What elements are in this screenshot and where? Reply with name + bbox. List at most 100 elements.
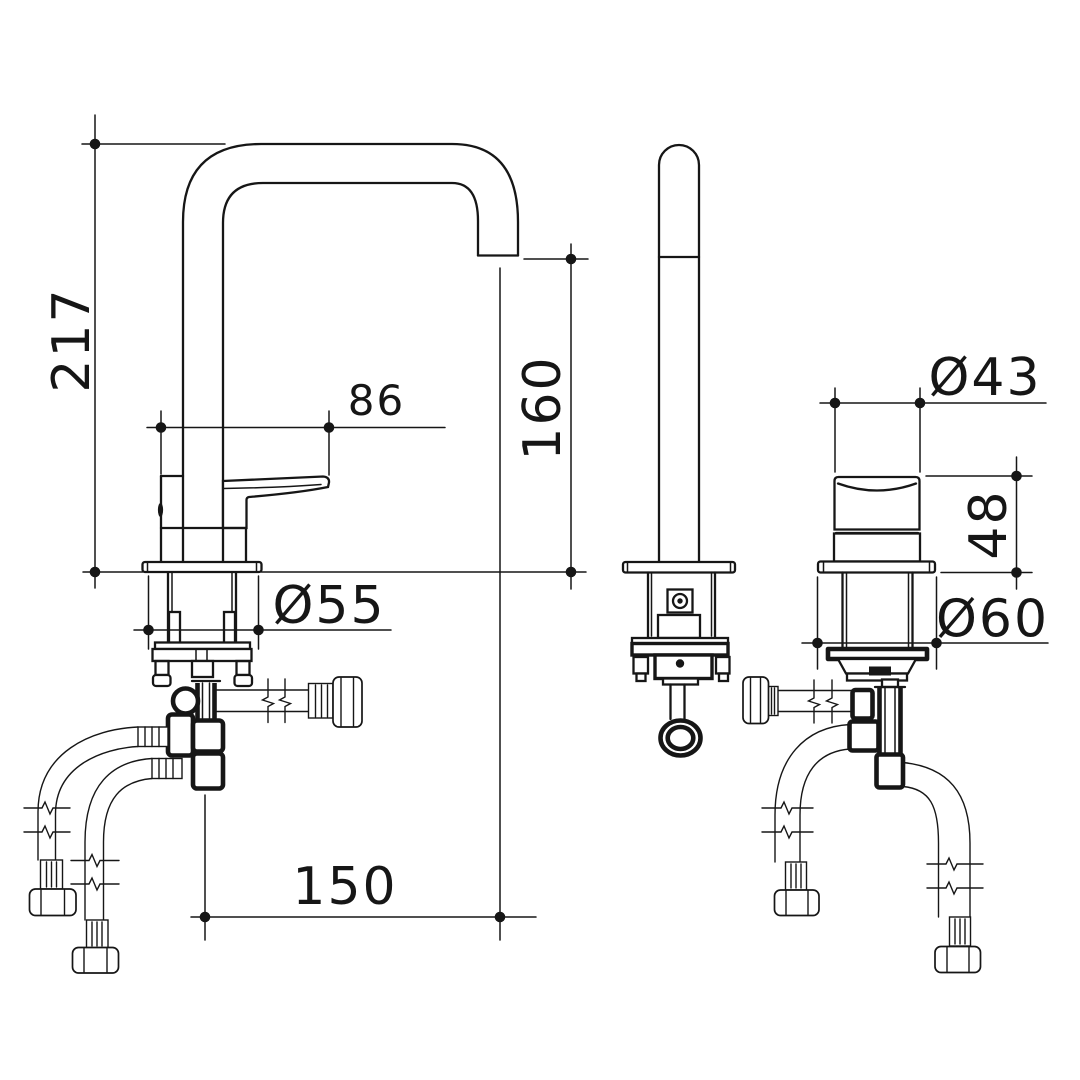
dim-label-217: 217 bbox=[42, 287, 102, 392]
mixer-braided-hose bbox=[742, 676, 854, 725]
crimp-ribs bbox=[954, 918, 966, 945]
mixer-body bbox=[832, 532, 922, 563]
hose-outer bbox=[902, 761, 971, 918]
mixer-undermount bbox=[825, 571, 930, 790]
handle-lever-edge bbox=[222, 483, 322, 490]
hose-outer bbox=[774, 723, 851, 863]
side-flange bbox=[621, 560, 737, 574]
break-mark bbox=[260, 678, 276, 724]
valve-block-left bbox=[850, 687, 875, 721]
front-supply-hose-2 bbox=[70, 757, 183, 974]
crimp-ribs bbox=[790, 863, 802, 889]
fitting-ribs bbox=[144, 726, 160, 748]
mixer-supply-hose-left bbox=[761, 723, 851, 917]
dim-dot bbox=[89, 138, 101, 150]
clamp-plate bbox=[825, 646, 930, 662]
hose-fitting bbox=[151, 757, 183, 780]
front-undermount-hardware bbox=[151, 571, 254, 791]
valve-block-left bbox=[165, 712, 196, 758]
dim-label-48: 48 bbox=[959, 489, 1019, 559]
clamp-plate-lower bbox=[630, 641, 730, 657]
handle-lever bbox=[221, 475, 331, 530]
valve-block-mid bbox=[847, 719, 881, 753]
clamp-bolt-left bbox=[632, 655, 650, 675]
dim-dot bbox=[914, 397, 926, 409]
clamp-bolt-right bbox=[714, 655, 731, 675]
shank-stud-left bbox=[167, 610, 182, 645]
break-mark bbox=[824, 679, 840, 724]
dim-spout-reach: 150 bbox=[190, 267, 537, 941]
dim-label-d55: Ø55 bbox=[272, 576, 385, 636]
dimensions: 217 86 160 Ø55 bbox=[42, 114, 1049, 941]
dim-dot bbox=[143, 624, 154, 636]
clamp-bolt-left bbox=[154, 659, 170, 677]
dim-label-d60: Ø60 bbox=[936, 590, 1049, 650]
dim-dot bbox=[199, 911, 211, 923]
dim-dot bbox=[565, 566, 577, 578]
side-undermount bbox=[630, 571, 731, 758]
dim-dot bbox=[565, 253, 577, 265]
dim-overall-height: 217 bbox=[42, 114, 226, 589]
mixer-supply-hose-right bbox=[902, 761, 984, 974]
dim-outlet-height: 160 bbox=[513, 243, 589, 590]
crimp-ribs bbox=[91, 921, 103, 947]
break-mark bbox=[70, 852, 120, 869]
dim-dot bbox=[494, 911, 506, 923]
valve-ball bbox=[170, 686, 201, 716]
break-mark bbox=[23, 824, 71, 840]
dim-dot bbox=[829, 397, 841, 409]
side-spout-column bbox=[657, 143, 701, 564]
valve-joint bbox=[869, 666, 891, 676]
front-supply-hose-1 bbox=[23, 726, 169, 917]
tailpiece bbox=[190, 659, 215, 679]
dim-label-160: 160 bbox=[513, 355, 573, 460]
knob-top-curve bbox=[836, 482, 918, 492]
hose-nut bbox=[742, 676, 770, 725]
dim-mixer-top-diameter: Ø43 bbox=[819, 348, 1047, 473]
hose-nut bbox=[332, 676, 363, 728]
hose-nut bbox=[28, 888, 77, 917]
spout-outer-profile bbox=[181, 142, 520, 564]
crimp-ribs bbox=[314, 684, 329, 718]
break-mark bbox=[926, 856, 984, 872]
break-mark bbox=[70, 876, 120, 892]
valve-body bbox=[653, 653, 714, 681]
dim-label-86: 86 bbox=[348, 376, 405, 425]
break-mark bbox=[806, 679, 822, 724]
dim-mixer-base-diameter: Ø60 bbox=[801, 576, 1049, 670]
dim-dot bbox=[1011, 470, 1022, 482]
shank-stud-right bbox=[222, 610, 237, 645]
hose-outer bbox=[84, 757, 153, 921]
dim-dot bbox=[89, 566, 101, 578]
hose-crimp bbox=[767, 685, 779, 717]
spout-inner-profile bbox=[221, 181, 480, 564]
front-base-flange bbox=[141, 560, 263, 574]
hose-nut bbox=[71, 946, 120, 974]
dim-handle-reach: 86 bbox=[146, 376, 446, 476]
dim-dot bbox=[812, 637, 823, 649]
break-mark bbox=[761, 824, 814, 840]
crimp-ribs bbox=[45, 861, 58, 888]
break-mark bbox=[926, 880, 984, 896]
hose-inner bbox=[102, 777, 153, 921]
dim-label-150: 150 bbox=[292, 857, 397, 917]
dim-mixer-height: 48 bbox=[925, 456, 1033, 590]
dim-dot bbox=[155, 422, 167, 433]
dim-dot bbox=[1011, 567, 1022, 578]
dim-dot bbox=[323, 422, 335, 433]
break-mark bbox=[23, 800, 71, 816]
dim-label-d43: Ø43 bbox=[928, 348, 1041, 408]
side-view bbox=[621, 143, 737, 758]
hose-nut bbox=[934, 945, 982, 974]
hose-crimp bbox=[307, 682, 334, 719]
break-mark bbox=[761, 800, 814, 816]
hose-nut bbox=[773, 889, 820, 917]
cartridge-block bbox=[656, 613, 702, 640]
clamp-plate-lower bbox=[151, 647, 253, 663]
front-view bbox=[23, 142, 587, 974]
front-braided-hose bbox=[215, 676, 363, 728]
front-spout bbox=[181, 142, 520, 564]
hose-outer bbox=[37, 726, 139, 861]
